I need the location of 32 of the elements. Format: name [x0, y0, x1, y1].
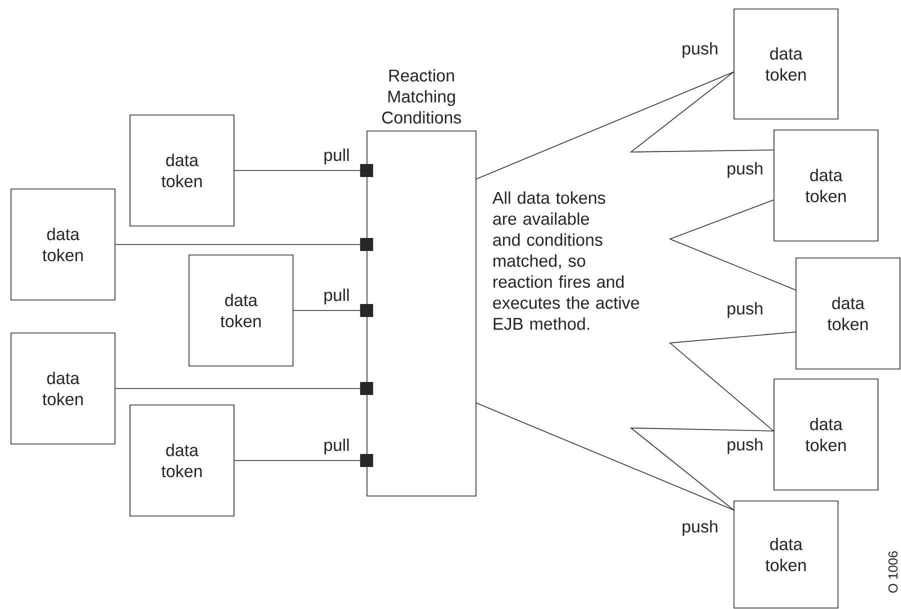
- token-box: data token: [734, 8, 838, 120]
- edge-label: pull: [324, 288, 349, 304]
- figure-number: O 1006: [888, 551, 898, 593]
- connector: [234, 164, 374, 177]
- token-box: data token: [796, 258, 900, 370]
- connector: [630, 72, 774, 152]
- connector: [293, 304, 374, 317]
- connector: [115, 382, 374, 395]
- connector: [234, 454, 374, 467]
- edge-label: pull: [324, 148, 349, 164]
- push-label: push: [682, 520, 718, 536]
- push-label: push: [728, 162, 762, 178]
- token-box: data token: [10, 332, 116, 444]
- connector: [669, 332, 796, 432]
- push-label: push: [728, 438, 762, 454]
- token-box: data token: [734, 500, 838, 608]
- connector: [476, 72, 734, 180]
- token-box: data token: [10, 188, 116, 300]
- connector: [115, 238, 374, 251]
- token-box: data token: [774, 378, 878, 490]
- push-label: push: [682, 42, 718, 58]
- connector: [668, 200, 796, 290]
- token-box: data token: [774, 130, 878, 242]
- box-heading: Reaction Matching Conditions: [382, 69, 462, 124]
- token-box: data token: [188, 254, 294, 366]
- token-box: data token: [130, 404, 234, 516]
- push-label: push: [728, 302, 762, 318]
- connector: [476, 402, 734, 510]
- connector: [630, 428, 774, 510]
- edge-label: pull: [324, 438, 349, 454]
- description-text: All data tokens are available and conditions matched, so reaction fires and executes the active EJB method.: [492, 191, 640, 330]
- token-box: data token: [130, 114, 234, 226]
